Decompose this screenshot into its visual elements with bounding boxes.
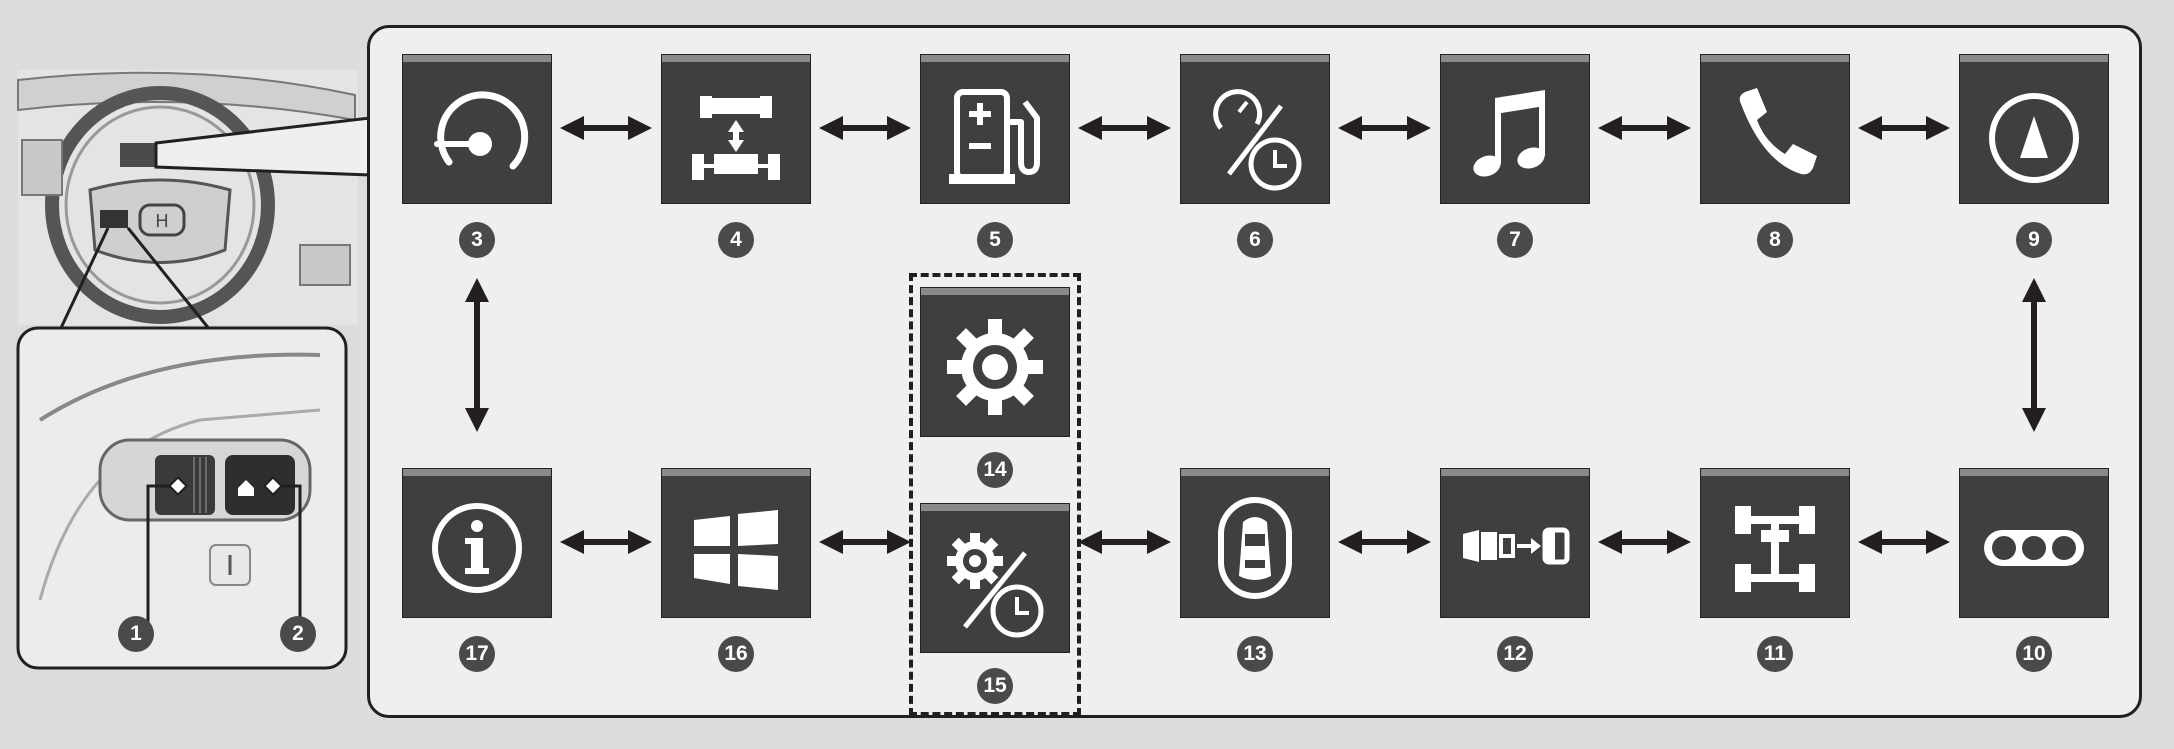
- screen-badge-8: 8: [1757, 222, 1793, 258]
- svg-text:H: H: [156, 211, 169, 231]
- fuel-pump-icon: [949, 89, 1040, 184]
- screen-badge-11: 11: [1757, 636, 1793, 672]
- screen-badge-16: 16: [718, 636, 754, 672]
- optional-screens-group: [909, 273, 1081, 716]
- screen-badge-3: 3: [459, 222, 495, 258]
- screen-badge-4: 4: [718, 222, 754, 258]
- screen-tile-17: [403, 469, 551, 617]
- seatbelt-reminder-icon: [1463, 527, 1570, 565]
- screen-tile-13: [1181, 469, 1329, 617]
- screen-tile-12: [1441, 469, 1589, 617]
- screen-badge-7: 7: [1497, 222, 1533, 258]
- screen-tile-15: [921, 504, 1069, 652]
- phone-icon: [1739, 88, 1817, 175]
- steering-wheel-drawing: H: [16, 70, 372, 670]
- gear-icon: [947, 319, 1043, 415]
- screen-tile-7: [1441, 55, 1589, 203]
- screen-badge-15: 15: [977, 668, 1013, 704]
- screen-tile-10: [1960, 469, 2108, 617]
- callout-badge-2: 2: [280, 616, 316, 652]
- screen-badge-13: 13: [1237, 636, 1273, 672]
- screen-badge-9: 9: [2016, 222, 2052, 258]
- screen-tile-16: [662, 469, 810, 617]
- gauge-icon: [434, 91, 529, 170]
- steering-wheel-illustration: H 1 2: [0, 0, 372, 744]
- screen-badge-17: 17: [459, 636, 495, 672]
- gear-clock-icon: [947, 533, 1044, 638]
- compass-navigation-icon: [1989, 93, 2079, 183]
- screen-tile-8: [1701, 55, 1849, 203]
- screen-badge-12: 12: [1497, 636, 1533, 672]
- screen-tile-4: [662, 55, 810, 203]
- callout-badge-1: 1: [118, 616, 154, 652]
- screen-tile-3: [403, 55, 551, 203]
- screen-badge-6: 6: [1237, 222, 1273, 258]
- car-top-view-icon: [1218, 497, 1292, 599]
- speedometer-clock-icon: [1213, 89, 1302, 191]
- chassis-icon: [1735, 506, 1815, 592]
- screen-badge-10: 10: [2016, 636, 2052, 672]
- screen-badge-5: 5: [977, 222, 1013, 258]
- drivetrain-power-flow-icon: [692, 96, 780, 180]
- three-dots-icon: [1984, 530, 2084, 566]
- screen-tile-9: [1960, 55, 2108, 203]
- screen-badge-14: 14: [977, 452, 1013, 488]
- screen-tile-6: [1181, 55, 1329, 203]
- screen-tile-5: [921, 55, 1069, 203]
- info-icon: [432, 503, 522, 593]
- screen-tile-14: [921, 288, 1069, 436]
- music-note-icon: [1473, 90, 1545, 177]
- screen-tile-11: [1701, 469, 1849, 617]
- split-panel-icon: [694, 510, 778, 590]
